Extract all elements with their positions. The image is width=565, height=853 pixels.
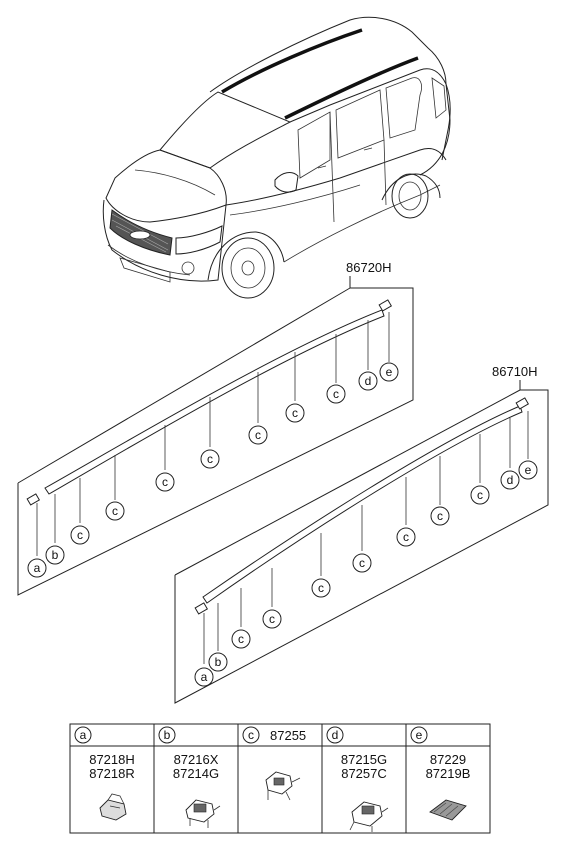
- callout-c: c: [231, 629, 251, 649]
- roof-rail-highlight-right: [284, 56, 419, 120]
- legend-part-number: 87255: [270, 728, 306, 743]
- legend-key-e: e: [410, 726, 428, 744]
- legend-part-number: 87214G: [173, 766, 219, 781]
- callout-c: c: [326, 384, 346, 404]
- svg-text:c: c: [318, 581, 324, 595]
- callout-c: c: [311, 578, 331, 598]
- callout-d: d: [500, 470, 520, 490]
- callout-c: c: [200, 449, 220, 469]
- svg-text:d: d: [365, 374, 372, 388]
- callout-e: e: [379, 362, 399, 382]
- svg-text:c: c: [269, 612, 275, 626]
- callout-c: c: [430, 506, 450, 526]
- svg-text:b: b: [215, 655, 222, 669]
- svg-text:c: c: [112, 504, 118, 518]
- callout-c: c: [396, 527, 416, 547]
- svg-text:e: e: [386, 365, 393, 379]
- suv-vehicle-illustration: [102, 16, 451, 299]
- end-cap-front: [194, 602, 209, 615]
- callout-e: e: [518, 460, 538, 480]
- clip-c-icon: [265, 771, 301, 801]
- assembly-label: 86710H: [492, 364, 538, 379]
- callout-c: c: [155, 472, 175, 492]
- svg-text:a: a: [80, 728, 87, 742]
- svg-text:a: a: [34, 561, 41, 575]
- legend-key-a: a: [74, 726, 92, 744]
- svg-text:c: c: [207, 452, 213, 466]
- svg-text:c: c: [255, 428, 261, 442]
- parts-legend-table: a b c d e 87255 87218H 87218R 87216X 872…: [69, 723, 491, 834]
- svg-text:c: c: [437, 509, 443, 523]
- clip-a-icon: [99, 793, 127, 821]
- svg-text:c: c: [333, 387, 339, 401]
- callout-c: c: [248, 425, 268, 445]
- legend-part-number: 87218H: [89, 752, 135, 767]
- svg-text:b: b: [164, 728, 171, 742]
- svg-text:c: c: [248, 728, 254, 742]
- end-cap-rear: [515, 397, 530, 410]
- svg-text:a: a: [201, 670, 208, 684]
- callout-a: a: [194, 667, 214, 687]
- legend-key-b: b: [158, 726, 176, 744]
- clip-d-icon: [349, 801, 389, 832]
- callout-c: c: [470, 485, 490, 505]
- svg-text:c: c: [77, 528, 83, 542]
- svg-text:c: c: [359, 556, 365, 570]
- callout-c: c: [262, 609, 282, 629]
- callout-c: c: [105, 501, 125, 521]
- callout-b: b: [45, 545, 65, 565]
- legend-part-number: 87215G: [341, 752, 387, 767]
- legend-part-number: 87229: [430, 752, 466, 767]
- clip-b-icon: [185, 799, 221, 828]
- callout-d: d: [358, 371, 378, 391]
- assembly-panel-86710h: 86710H a b c c c c c c c d: [174, 364, 549, 704]
- legend-part-number: 87219B: [426, 766, 471, 781]
- assembly-panel-86720h: 86720H a b c c c c c c: [17, 260, 414, 596]
- svg-text:d: d: [332, 728, 339, 742]
- legend-part-number: 87218R: [89, 766, 135, 781]
- legend-key-d: d: [326, 726, 344, 744]
- svg-text:c: c: [162, 475, 168, 489]
- svg-text:c: c: [403, 530, 409, 544]
- svg-text:d: d: [507, 473, 514, 487]
- legend-key-c: c: [242, 726, 260, 744]
- pad-e-icon: [429, 799, 467, 821]
- end-cap-front: [26, 493, 41, 506]
- svg-text:c: c: [292, 406, 298, 420]
- assembly-label: 86720H: [346, 260, 392, 275]
- callout-c: c: [352, 553, 372, 573]
- legend-part-number: 87257C: [341, 766, 387, 781]
- svg-text:e: e: [525, 463, 532, 477]
- callout-b: b: [208, 652, 228, 672]
- callout-c: c: [285, 403, 305, 423]
- svg-text:c: c: [238, 632, 244, 646]
- callout-a: a: [27, 558, 47, 578]
- callout-c: c: [70, 525, 90, 545]
- svg-text:b: b: [52, 548, 59, 562]
- svg-text:e: e: [416, 728, 423, 742]
- end-cap-rear: [378, 299, 393, 312]
- svg-text:c: c: [477, 488, 483, 502]
- legend-part-number: 87216X: [174, 752, 219, 767]
- roof-rail-highlight: [221, 28, 363, 94]
